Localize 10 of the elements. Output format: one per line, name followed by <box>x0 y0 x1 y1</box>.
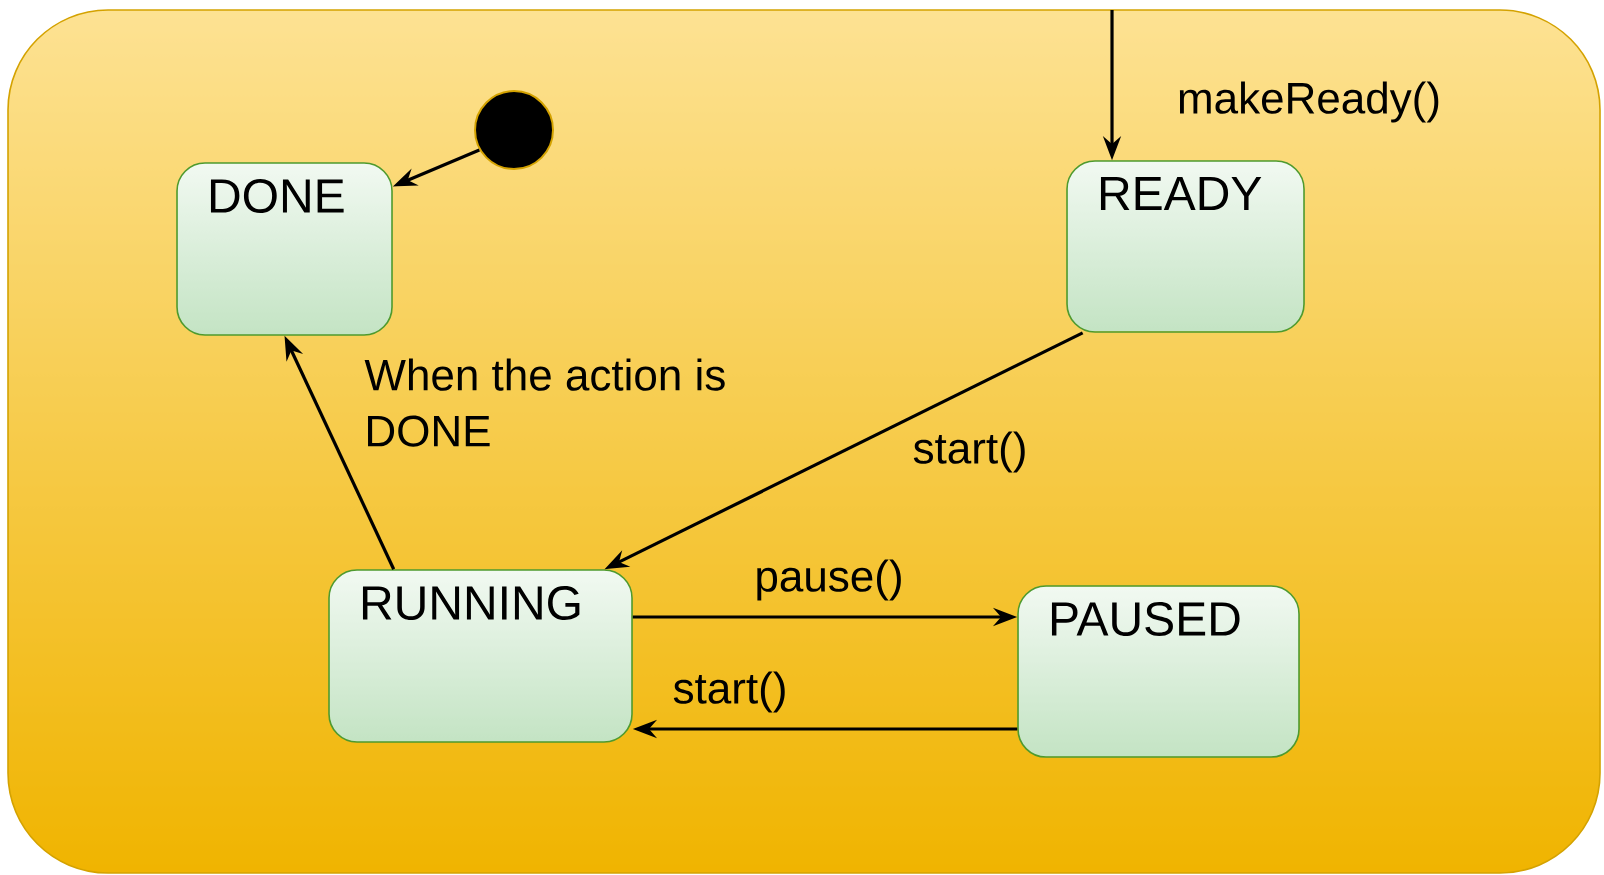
state-box: PAUSED <box>1017 585 1300 758</box>
edge-label: makeReady() <box>1179 81 1439 123</box>
state-box: READY <box>1066 160 1305 333</box>
edge-label: start() <box>913 431 1025 473</box>
initial-state-dot <box>474 90 554 170</box>
state-box: DONE <box>176 162 393 336</box>
edge-label: When the action is DONE <box>364 358 725 447</box>
state-box: RUNNING <box>328 569 633 743</box>
edge-label: start() <box>673 671 785 713</box>
edge-label: pause() <box>757 559 901 601</box>
